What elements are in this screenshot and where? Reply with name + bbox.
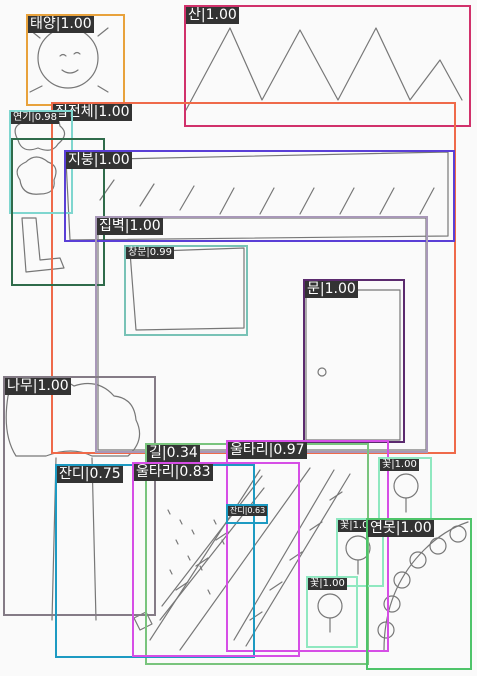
flower-detection-1-label: 꽃|1.00 — [380, 459, 419, 471]
tree-detection-label: 나무|1.00 — [5, 378, 71, 395]
house-wall-detection-label: 집벽|1.00 — [97, 218, 163, 235]
window-detection: 창문|0.99 — [124, 245, 248, 336]
door-detection: 문|1.00 — [303, 279, 405, 443]
mountain-detection: 산|1.00 — [184, 5, 471, 127]
sun-detection: 태양|1.00 — [26, 14, 125, 106]
chimney-outline — [11, 138, 105, 286]
roof-detection-label: 지붕|1.00 — [66, 152, 132, 169]
grass-detection-small: 잔디|0.63 — [226, 504, 268, 524]
whole-house-detection-label: 집전체|1.00 — [53, 104, 132, 121]
flower-detection-3-label: 꽃|1.00 — [308, 578, 347, 590]
road-sketch — [149, 467, 311, 651]
fence-detection-left: 울타리|0.83 — [132, 462, 300, 657]
grass-detection-left-label: 잔디|0.75 — [57, 466, 123, 483]
grass-detection-small-label: 잔디|0.63 — [228, 506, 268, 516]
window-sketch — [129, 247, 245, 331]
fence-detection-left-label: 울타리|0.83 — [134, 464, 213, 481]
pond-detection: 연못|1.00 — [366, 518, 472, 670]
chimney-sketch — [21, 217, 65, 273]
sun-detection-label: 태양|1.00 — [28, 16, 94, 33]
tree-detection: 나무|1.00 — [3, 376, 156, 616]
roof-detection: 지붕|1.00 — [64, 150, 455, 242]
smoke-detection-label: 연기|0.98 — [11, 112, 60, 124]
fence-detection-right: 울타리|0.97 — [226, 440, 389, 652]
mountain-sketch — [185, 27, 463, 111]
window-detection-label: 창문|0.99 — [126, 247, 175, 259]
door-detection-label: 문|1.00 — [305, 281, 358, 298]
grass-sketch — [167, 509, 225, 595]
flower-detection-1: 꽃|1.00 — [378, 457, 432, 520]
mountain-detection-label: 산|1.00 — [186, 7, 239, 24]
flower-detection-3: 꽃|1.00 — [306, 576, 358, 648]
fence-detection-right-label: 울타리|0.97 — [228, 442, 307, 459]
road-detection-label: 길|0.34 — [147, 445, 200, 462]
pond-detection-label: 연못|1.00 — [368, 520, 434, 537]
